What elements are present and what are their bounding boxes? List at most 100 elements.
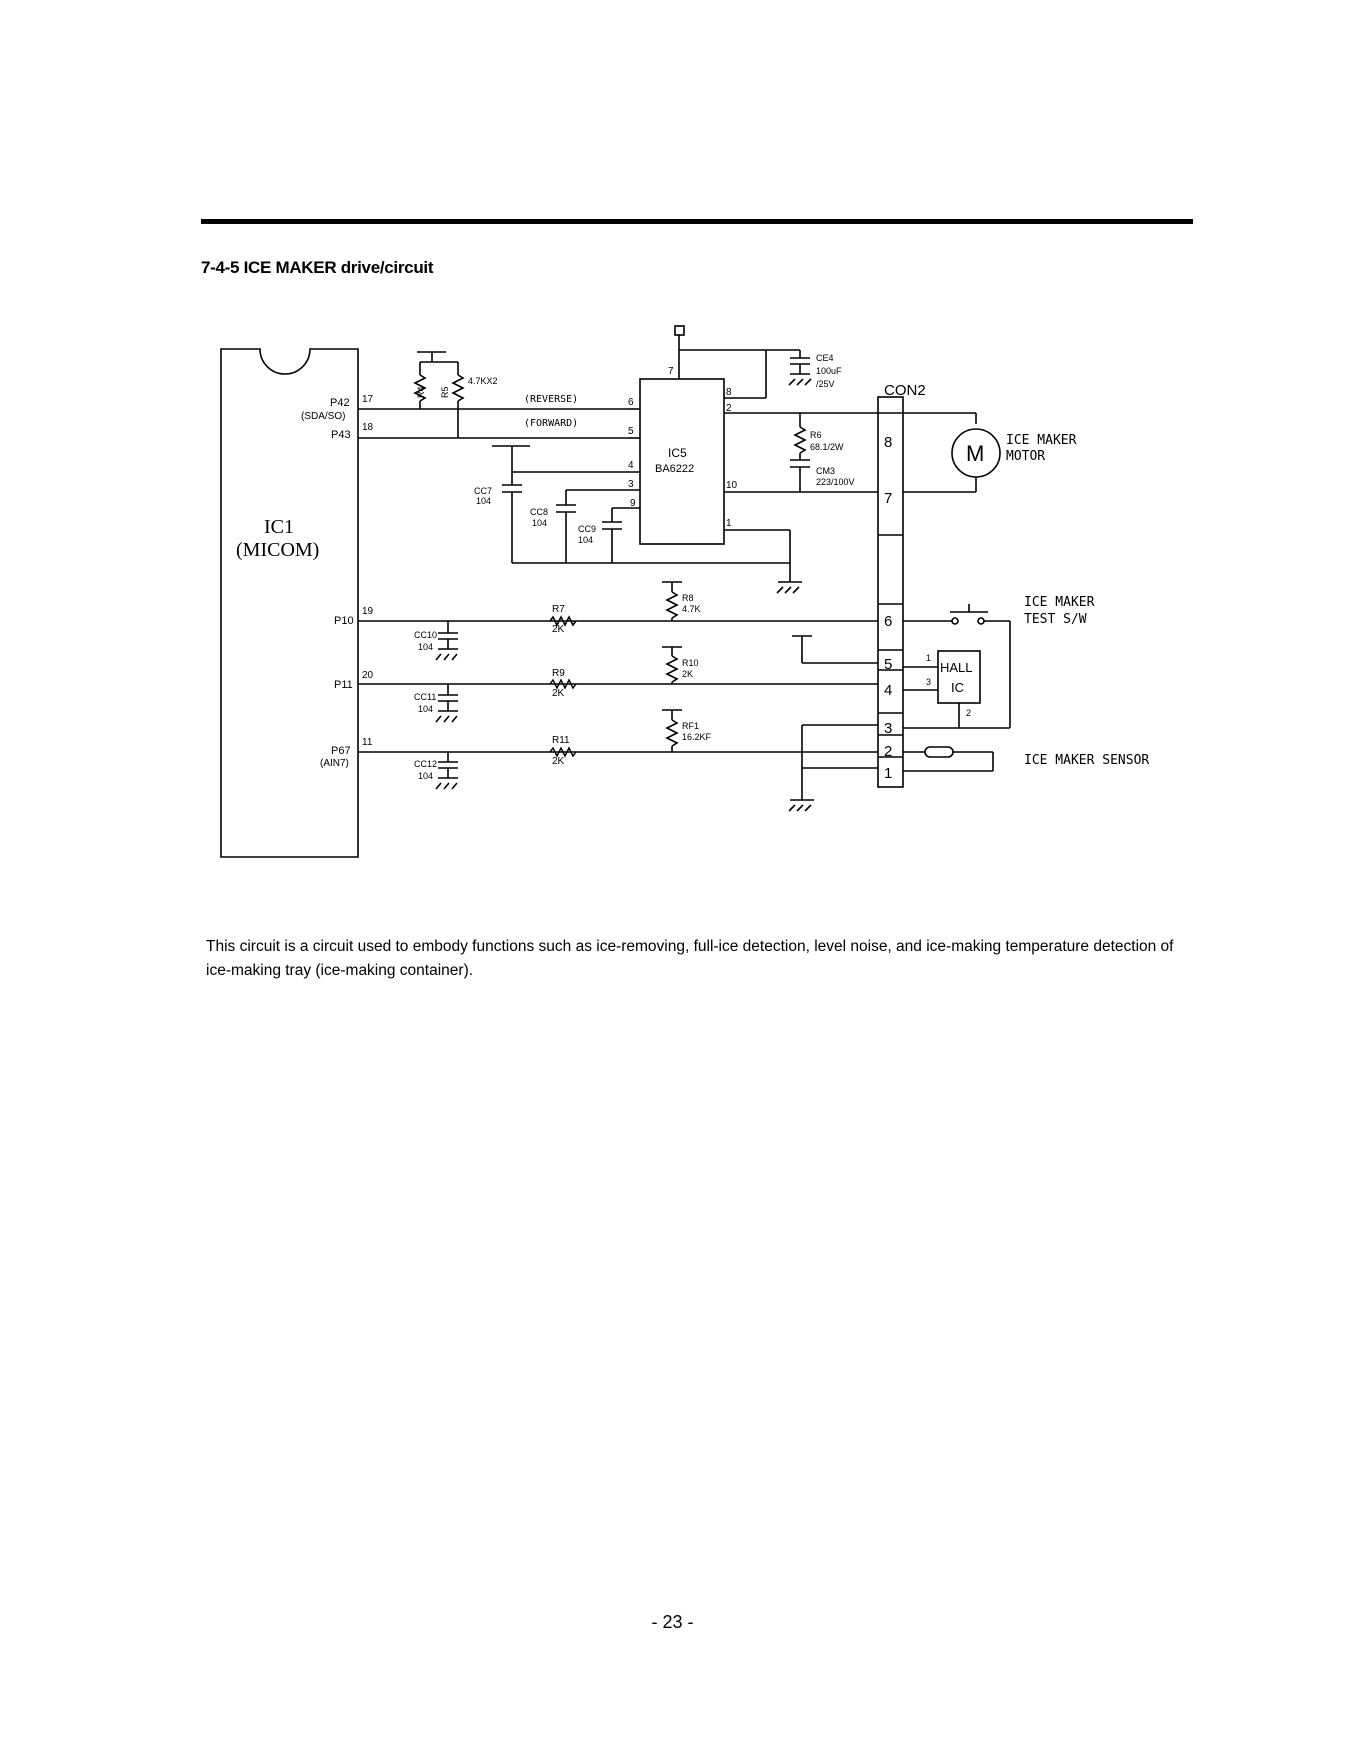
con2-pin: 5	[884, 656, 892, 673]
r5-resistor	[451, 374, 465, 402]
r6-resistor	[793, 426, 807, 454]
top-rule	[201, 219, 1193, 224]
ic1-body	[220, 348, 359, 858]
cm3-value: 223/100V	[816, 477, 855, 487]
r11-label: R11	[552, 735, 570, 746]
r9-value: 2K	[552, 688, 565, 699]
r7-value: 2K	[552, 624, 565, 635]
r6-value: 68.1/2W	[810, 442, 844, 452]
con2-pin: 2	[884, 743, 892, 760]
supply-terminal	[674, 325, 685, 336]
ic1-pin-num: 20	[362, 670, 374, 681]
motor-label-line1: ICE MAKER	[1006, 433, 1077, 448]
cc7-label: CC7	[474, 486, 492, 496]
r9-resistor	[549, 678, 577, 690]
test-switch-line2: TEST S/W	[1024, 612, 1087, 627]
hall-label-line2: IC	[951, 680, 964, 695]
r10-resistor	[665, 655, 679, 683]
r7-resistor	[549, 615, 577, 627]
cc11-value: 104	[418, 704, 433, 714]
rf1-value: 16.2KF	[682, 732, 712, 742]
ic1-pin-label: P10	[334, 615, 354, 627]
ic5-pin: 3	[628, 479, 634, 490]
r10-label: R10	[682, 658, 699, 668]
sensor-thermistor	[924, 746, 954, 758]
ic1-pin-label: (AIN7)	[320, 758, 349, 769]
cc8-label: CC8	[530, 507, 548, 517]
ic1-pin-num: 17	[362, 394, 374, 405]
page-number: - 23 -	[651, 1612, 694, 1632]
motor-label-line2: MOTOR	[1006, 449, 1045, 464]
hall-pin: 1	[926, 653, 931, 663]
hall-pin: 3	[926, 677, 931, 687]
cc10-value: 104	[418, 642, 433, 652]
con2-pin: 1	[884, 765, 892, 782]
con2-pin: 8	[884, 434, 892, 451]
cc9-value: 104	[578, 535, 593, 545]
ic5-part: BA6222	[655, 463, 694, 475]
r7-label: R7	[552, 604, 565, 615]
r4-resistor	[413, 374, 427, 402]
r8-resistor	[665, 591, 679, 619]
cc9-label: CC9	[578, 524, 596, 534]
motor-symbol-label: M	[966, 441, 984, 466]
cc12-value: 104	[418, 771, 433, 781]
ic5-pin: 1	[726, 518, 732, 529]
ic1-pin-num: 18	[362, 422, 374, 433]
con2-name: CON2	[884, 382, 926, 399]
ic5-pin: 6	[628, 397, 634, 408]
r4-label: R4	[416, 386, 426, 398]
con2-pin: 3	[884, 720, 892, 737]
ic1-pin-num: 19	[362, 606, 374, 617]
r6-label: R6	[810, 430, 822, 440]
ce4-value: 100uF	[816, 366, 842, 376]
hall-ic-body	[937, 650, 981, 704]
ic5-pin: 8	[726, 387, 732, 398]
cc7-value: 104	[476, 496, 491, 506]
rf1-label: RF1	[682, 721, 699, 731]
ic1-pin-label: P67	[331, 745, 351, 757]
ce4-label: CE4	[816, 353, 834, 363]
ic5-pin: 2	[726, 403, 732, 414]
ce4-voltage: /25V	[816, 379, 835, 389]
ic5-body	[639, 378, 725, 545]
ic5-pin: 7	[668, 366, 674, 377]
r8-label: R8	[682, 593, 694, 603]
r8-value: 4.7K	[682, 604, 701, 614]
con2-pin: 6	[884, 613, 892, 630]
ic5-pin: 9	[630, 498, 636, 509]
sensor-label: ICE MAKER SENSOR	[1024, 753, 1149, 768]
con2-body	[877, 396, 904, 788]
r11-value: 2K	[552, 756, 565, 767]
ic5-pin: 5	[628, 426, 634, 437]
ic1-pin-label: P11	[334, 679, 353, 691]
ic1-pin-label: (SDA/SO)	[301, 411, 345, 422]
ic1-pin-label: P42	[330, 397, 350, 409]
hall-pin: 2	[966, 708, 971, 718]
cc10-label: CC10	[414, 630, 437, 640]
r9-label: R9	[552, 668, 565, 679]
ic5-pin: 4	[628, 460, 634, 471]
ic5-name: IC5	[668, 446, 687, 460]
ic1-pin-num: 11	[362, 737, 373, 748]
cc8-value: 104	[532, 518, 547, 528]
cm3-label: CM3	[816, 466, 835, 476]
rf1-resistor	[665, 719, 679, 747]
r5-label: R5	[440, 386, 450, 398]
circuit-description: This circuit is a circuit used to embody…	[206, 938, 1174, 979]
cc12-label: CC12	[414, 759, 437, 769]
ic1-sub: (MICOM)	[236, 539, 319, 561]
ic1-name: IC1	[264, 516, 294, 538]
con2-pin: 4	[884, 682, 892, 699]
r11-resistor	[549, 746, 577, 758]
r10-value: 2K	[682, 669, 693, 679]
ic1-pin-label: P43	[331, 429, 351, 441]
section-title: 7-4-5 ICE MAKER drive/circuit	[201, 258, 434, 277]
reverse-signal-label: (REVERSE)	[524, 394, 578, 405]
test-switch-line1: ICE MAKER	[1024, 595, 1095, 610]
forward-signal-label: (FORWARD)	[524, 418, 578, 429]
hall-label-line1: HALL	[940, 660, 973, 675]
cc11-label: CC11	[414, 692, 436, 702]
